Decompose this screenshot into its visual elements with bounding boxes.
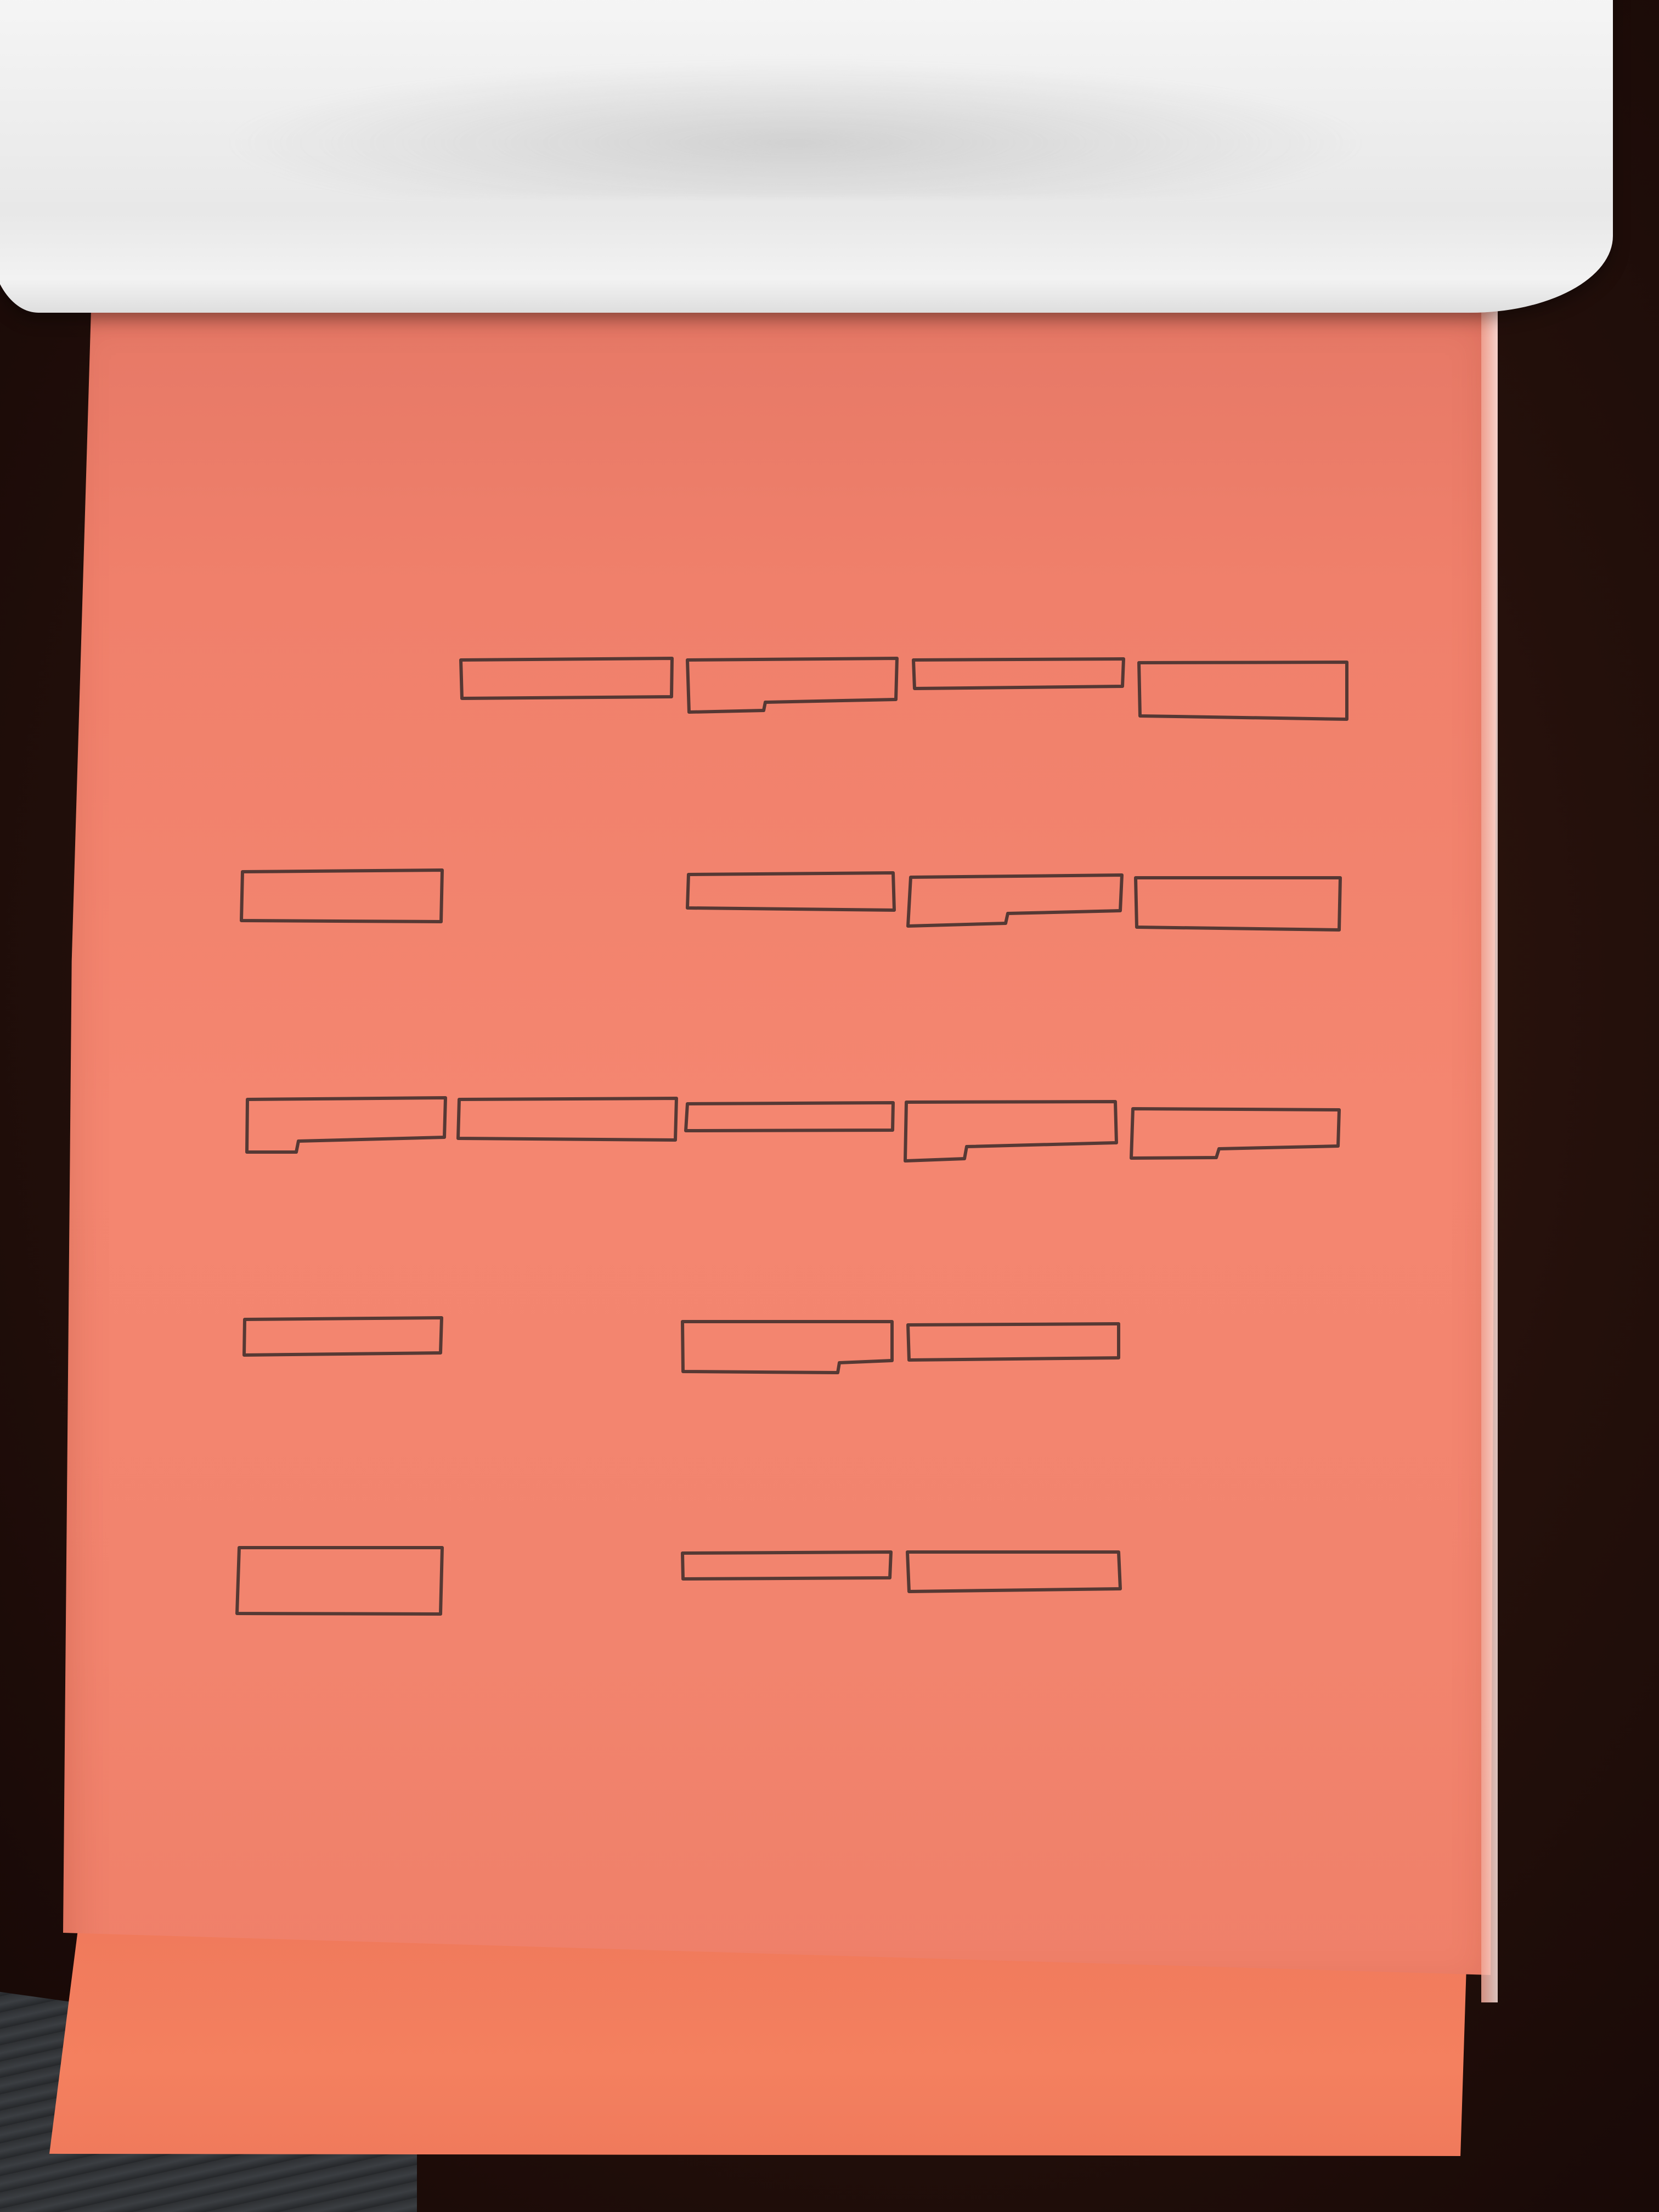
sketch-box: [906, 1550, 1122, 1593]
curled-tracing-paper: [0, 0, 1613, 313]
sketch-box: [686, 871, 896, 912]
underlay-paper-sheet: [49, 1931, 1468, 2156]
sketch-box: [681, 1550, 893, 1581]
sketch-box: [459, 657, 674, 700]
paper-right-edge: [1481, 307, 1498, 2002]
sketch-box: [235, 1546, 444, 1616]
sketch-box-notched: [686, 657, 899, 714]
sketch-box: [1134, 876, 1342, 932]
sketch-box: [456, 1097, 678, 1142]
sketch-box-notched: [906, 873, 1124, 928]
sketch-box: [906, 1322, 1120, 1362]
sketch-box-notched: [1130, 1107, 1341, 1160]
sketch-box: [242, 1316, 443, 1357]
sketch-box-notched: [681, 1320, 894, 1374]
sketch-box-notched: [245, 1096, 447, 1154]
sketch-box: [684, 1101, 895, 1132]
sketch-box: [240, 868, 444, 923]
sketch-box: [912, 657, 1125, 690]
sketch-box: [1137, 661, 1348, 721]
tracing-paper-shadow: [219, 60, 1372, 198]
sketch-box-notched: [904, 1100, 1118, 1163]
